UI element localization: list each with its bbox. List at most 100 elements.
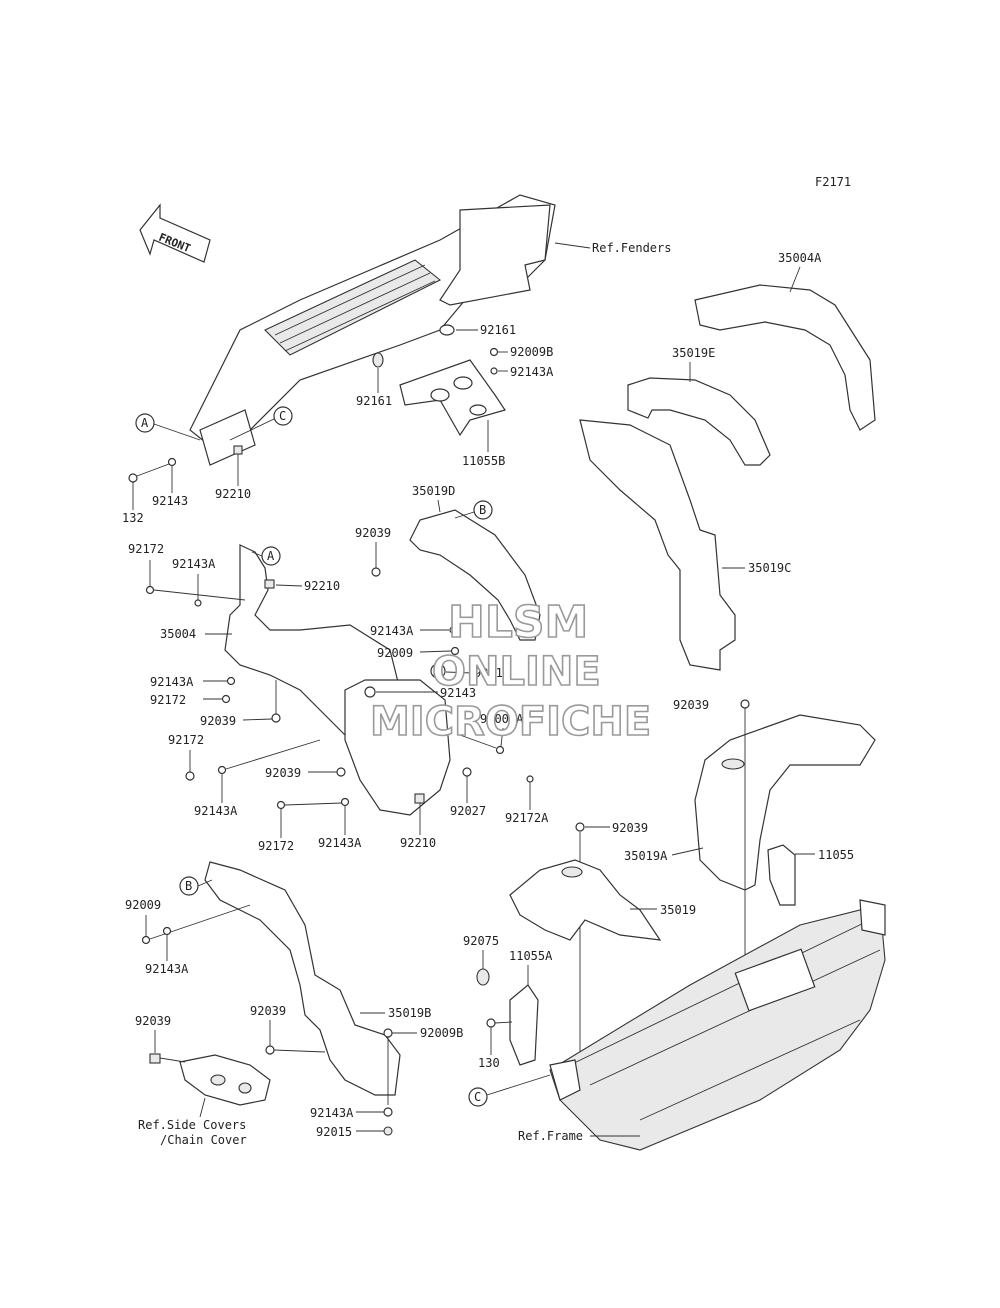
label-35004a: 35004A (778, 251, 822, 265)
bolt-92172-b (221, 694, 231, 704)
label-92143a-d: 92143A (150, 675, 194, 689)
label-35019a: 35019A (624, 849, 668, 863)
washer-92143a-c (449, 626, 457, 634)
front-guard-assembly (189, 194, 556, 466)
label-92143a-b: 92143A (172, 557, 216, 571)
callout-c-2: C (468, 1087, 488, 1107)
svg-text:B: B (185, 879, 192, 893)
label-92039-f: 92039 (250, 1004, 286, 1018)
frame-chassis (549, 899, 886, 1151)
washer-92143a-h (383, 1107, 393, 1117)
label-92143: 92143 (152, 494, 188, 508)
label-35019d: 35019D (412, 484, 455, 498)
mudflap-middle (344, 679, 451, 816)
label-92039-e: 92039 (612, 821, 648, 835)
washer-92143 (167, 457, 177, 467)
label-11055: 11055 (818, 848, 854, 862)
fender-35019e (627, 377, 771, 466)
watermark-line-1: HLSM (448, 597, 588, 648)
label-92161-a: 92161 (480, 323, 516, 337)
fender-35019a (694, 714, 876, 891)
callout-a-1: A (135, 413, 155, 433)
label-92009a: 92009A (480, 712, 524, 726)
label-92161-b: 92161 (356, 394, 392, 408)
label-92009b-b: 92009B (420, 1026, 463, 1040)
clip-92039-f (265, 1045, 275, 1055)
svg-text:B: B (479, 503, 486, 517)
label-132: 132 (122, 511, 144, 525)
grommet-92075 (476, 968, 490, 986)
bolt-92009a (495, 745, 505, 755)
svg-text:A: A (141, 416, 149, 430)
fender-35019c (579, 419, 736, 671)
clip-92039-b (271, 713, 281, 723)
callout-a-2: A (261, 546, 281, 566)
fender-35004a (694, 284, 876, 431)
nut-92015 (383, 1126, 393, 1136)
washer-92143a-d (226, 676, 236, 686)
clip-92039-g (149, 1053, 161, 1064)
label-92009-b: 92009 (125, 898, 161, 912)
washer-92143a-top (490, 367, 498, 375)
ref-side-covers-label-2: /Chain Cover (160, 1133, 247, 1147)
label-92172-c: 92172 (168, 733, 204, 747)
label-11055a: 11055A (509, 949, 553, 963)
bolt-92009-a (450, 646, 460, 656)
label-92039-c: 92039 (265, 766, 301, 780)
label-92039-a: 92039 (355, 526, 391, 540)
label-92143a-h: 92143A (310, 1106, 354, 1120)
label-92039-g: 92039 (135, 1014, 171, 1028)
grommet-92161-top (439, 324, 455, 336)
label-35019b: 35019B (388, 1006, 431, 1020)
label-92143a-f: 92143A (318, 836, 362, 850)
label-92009b-a: 92009B (510, 345, 553, 359)
grommet-92143-b (364, 686, 376, 698)
washer-92143a-b (194, 599, 202, 607)
ref-side-covers-label-1: Ref.Side Covers (138, 1118, 246, 1132)
callout-c-1: C (273, 406, 293, 426)
label-92172-d: 92172 (258, 839, 294, 853)
watermark-line-2: ONLINE (432, 649, 601, 695)
nut-92210-d (414, 793, 425, 804)
bracket-11055 (767, 844, 796, 906)
bolt-92009b (489, 347, 499, 357)
leader-ref-fenders (554, 242, 591, 249)
label-92210-d: 92210 (400, 836, 436, 850)
label-92039-d: 92039 (673, 698, 709, 712)
label-92210-b: 92210 (304, 579, 340, 593)
fender-35019b (204, 861, 401, 1096)
clip-92039-a (371, 567, 381, 577)
ref-frame-label: Ref.Frame (518, 1129, 583, 1143)
label-92143a-e: 92143A (194, 804, 238, 818)
bolt-92009b-b (383, 1028, 393, 1038)
nut-92210-b (264, 579, 275, 589)
watermark: HLSM ONLINE MICROFICHE (369, 596, 652, 746)
side-cover-bracket (179, 1054, 271, 1106)
svg-text:A: A (267, 549, 275, 563)
grommet-92161-left (372, 352, 384, 368)
figure-id: F2171 (815, 175, 851, 189)
svg-text:C: C (474, 1090, 481, 1104)
bolt-132 (128, 473, 138, 483)
svg-text:C: C (279, 409, 286, 423)
label-35004: 35004 (160, 627, 196, 641)
washer-92143a-f (340, 797, 350, 807)
fender-35019d (409, 509, 541, 641)
bracket-11055b (399, 359, 506, 437)
washer-92143a-e (217, 765, 227, 775)
fender-35019 (509, 859, 662, 941)
label-92210-c: 92210 (474, 666, 510, 680)
clip-92039-d (740, 699, 750, 709)
label-35019: 35019 (660, 903, 696, 917)
bolt-92009-b (141, 935, 151, 945)
callout-b-1: B (473, 500, 493, 520)
nut-92210-c (430, 663, 446, 679)
label-92039-b: 92039 (200, 714, 236, 728)
label-92172a: 92172A (505, 811, 549, 825)
label-92143a-g: 92143A (145, 962, 189, 976)
label-92143a-c: 92143A (370, 624, 414, 638)
washer-92143a-g (162, 926, 172, 936)
bracket-11055a (509, 984, 539, 1066)
label-92172-a: 92172 (128, 542, 164, 556)
